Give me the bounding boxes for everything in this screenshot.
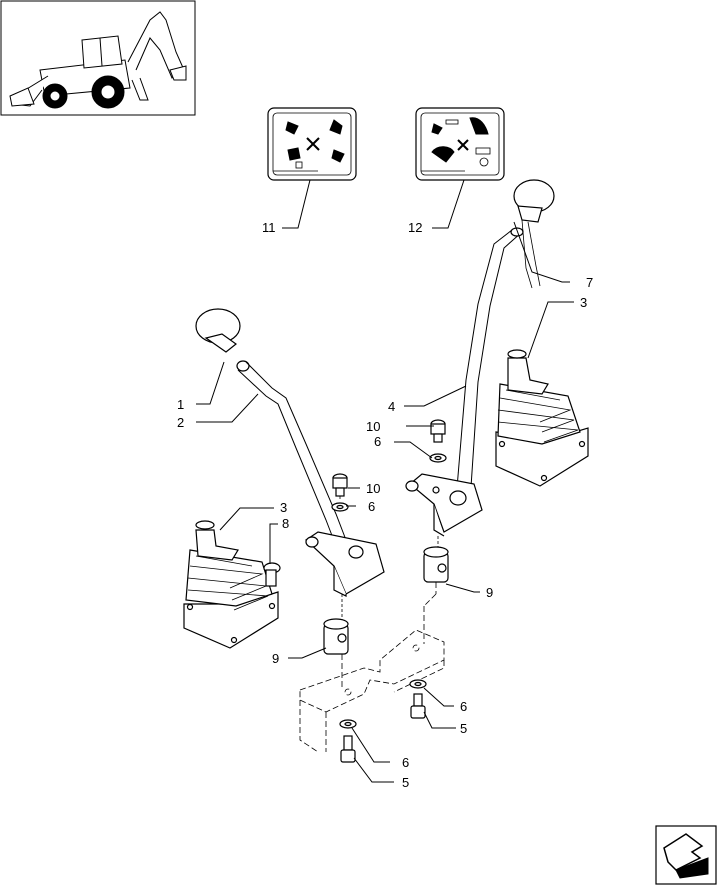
coupler-9-right <box>423 546 449 583</box>
control-pattern-decal-icon <box>285 119 345 169</box>
callout-9-right: 9 <box>486 585 493 600</box>
callout-11: 11 <box>262 220 276 235</box>
callout-5-left: 5 <box>402 775 409 790</box>
left-control-lever <box>237 361 347 547</box>
callout-12: 12 <box>408 220 422 235</box>
bolt-10-right <box>430 419 446 443</box>
callout-5-right: 5 <box>460 721 467 736</box>
callout-6-upper-left: 6 <box>368 499 375 514</box>
right-rubber-boot <box>495 349 589 487</box>
callout-4: 4 <box>388 399 395 414</box>
callout-7: 7 <box>586 275 593 290</box>
bolt-10-left <box>332 473 348 497</box>
screw-8 <box>263 562 281 587</box>
backhoe-loader-icon <box>9 11 187 109</box>
screw-5-left <box>340 735 356 763</box>
callout-1: 1 <box>177 397 184 412</box>
callout-9-left: 9 <box>272 651 279 666</box>
callout-6-upper-right: 6 <box>374 434 381 449</box>
callout-3-left: 3 <box>280 500 287 515</box>
callout-2: 2 <box>177 415 184 430</box>
right-lever-bracket <box>405 473 483 537</box>
control-pattern-decal-icon <box>431 117 491 167</box>
right-control-lever <box>455 227 524 503</box>
callout-10-left: 10 <box>366 481 380 496</box>
next-page-arrow-icon[interactable] <box>655 825 717 885</box>
control-pattern-decal-right <box>415 107 505 181</box>
control-pattern-decal-left <box>267 107 357 181</box>
left-rubber-boot <box>183 520 279 649</box>
coupler-9-left <box>323 618 349 655</box>
callout-6-lower-right: 6 <box>460 699 467 714</box>
left-lever-bracket <box>305 531 385 597</box>
screw-5-right <box>410 693 426 719</box>
washer-6-left <box>331 502 349 512</box>
base-plate <box>299 582 445 753</box>
washer-6-right-upper <box>429 453 447 463</box>
callout-3-right: 3 <box>580 295 587 310</box>
left-lever-knob <box>195 308 250 372</box>
callout-8: 8 <box>282 516 289 531</box>
machine-thumbnail <box>0 0 196 116</box>
washer-6-right-lower <box>409 679 427 689</box>
right-lever-knob <box>513 179 555 289</box>
callout-10-right: 10 <box>366 419 380 434</box>
washer-6-left-lower <box>339 719 357 729</box>
callout-6-lower-left: 6 <box>402 755 409 770</box>
